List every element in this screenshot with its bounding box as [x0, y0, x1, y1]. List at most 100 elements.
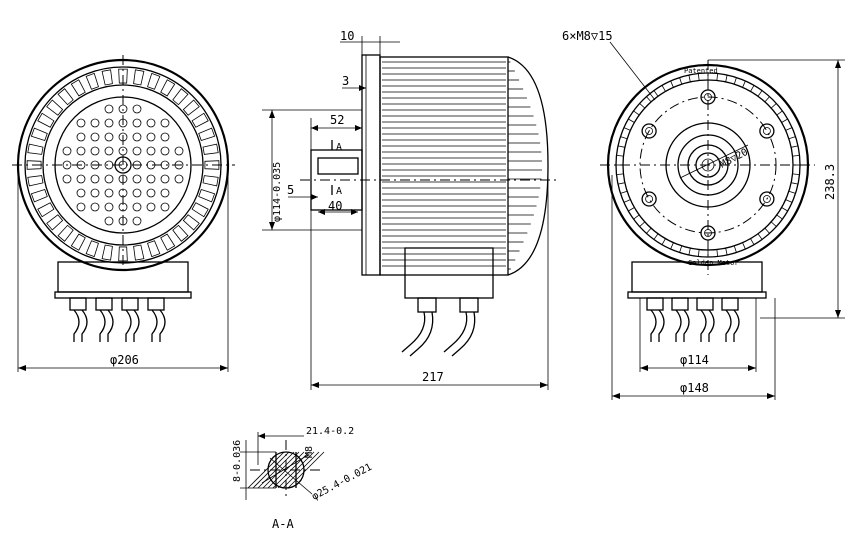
- cable: [675, 309, 682, 342]
- cable-gland: [646, 297, 664, 311]
- vent-hole: [132, 118, 142, 128]
- fin-slot: [204, 160, 220, 170]
- shaft-dia-label: φ114-0.035: [272, 162, 283, 222]
- cooling-rib: [661, 85, 666, 92]
- cooling-rib: [770, 221, 777, 227]
- fin-slot: [37, 202, 55, 218]
- vent-hole: [76, 202, 86, 212]
- vent-hole: [132, 132, 142, 142]
- cooling-rib: [791, 182, 799, 185]
- fin-slot: [57, 88, 74, 106]
- cable: [81, 309, 88, 342]
- dia-148-label: φ148: [680, 381, 709, 395]
- bolt-hole-inner: [762, 127, 771, 135]
- cooling-rib: [617, 182, 625, 185]
- patented-text: Patented: [684, 67, 718, 75]
- vent-hole: [146, 118, 156, 128]
- fin-slot: [172, 88, 189, 106]
- cooling-rib: [750, 238, 755, 245]
- vent-hole: [174, 174, 184, 184]
- vent-hole: [160, 202, 170, 212]
- cooling-rib: [785, 199, 793, 203]
- cooling-rib: [628, 207, 635, 212]
- cooling-rib: [679, 245, 683, 253]
- fin-slot: [160, 233, 176, 251]
- cable: [99, 309, 106, 342]
- vent-hole: [104, 132, 114, 142]
- bolt-hole-inner: [645, 127, 654, 135]
- vent-hole: [62, 174, 72, 184]
- holes-label: 6×M8▽15: [562, 29, 613, 43]
- dim-10: 10: [340, 29, 354, 43]
- vent-hole: [104, 146, 114, 156]
- fin-slot: [85, 240, 99, 258]
- vent-hole: [104, 216, 114, 226]
- cooling-rib: [757, 233, 763, 240]
- cooling-rib: [733, 77, 737, 85]
- vent-hole: [104, 118, 114, 128]
- cooling-rib: [716, 73, 719, 81]
- fin-slot: [37, 112, 55, 128]
- cooling-rib: [757, 90, 763, 97]
- cable: [700, 309, 707, 342]
- vent-hole: [76, 174, 86, 184]
- cooling-rib: [781, 118, 788, 123]
- cooling-rib: [639, 221, 646, 227]
- rear-view: Patented Golden Motor 6×M8▽15 M8▽20 238.…: [562, 29, 845, 400]
- vent-hole: [132, 202, 142, 212]
- vent-hole: [146, 132, 156, 142]
- cable-gland: [121, 297, 139, 311]
- cooling-rib: [764, 96, 770, 103]
- fin-slot: [133, 244, 145, 261]
- shaft-label: φ25.4-0.021: [310, 462, 374, 503]
- cooling-rib: [653, 90, 659, 97]
- cooling-rib: [776, 110, 783, 116]
- cooling-rib: [646, 96, 652, 103]
- cooling-rib: [770, 103, 777, 109]
- cooling-rib: [742, 242, 746, 250]
- cooling-rib: [617, 145, 625, 148]
- front-view: φ206: [12, 55, 235, 372]
- cooling-rib: [742, 80, 746, 88]
- cooling-rib: [620, 136, 628, 140]
- fin-slot: [46, 214, 64, 231]
- cooling-rib: [616, 154, 624, 157]
- vent-hole: [132, 146, 142, 156]
- cable: [159, 309, 166, 342]
- cable: [658, 309, 665, 342]
- fin-slot: [70, 233, 86, 251]
- dim-40: 40: [328, 199, 342, 213]
- fin-slot: [30, 127, 48, 141]
- cable-gland: [69, 297, 87, 311]
- cable-gland: [696, 297, 714, 311]
- fin-slot: [27, 143, 44, 155]
- vent-hole: [160, 132, 170, 142]
- cooling-rib: [623, 127, 631, 131]
- cooling-rib: [620, 190, 628, 194]
- vent-hole: [160, 188, 170, 198]
- fin-slot: [198, 127, 216, 141]
- section-title: A-A: [272, 517, 294, 531]
- section-hatch: [282, 451, 320, 489]
- vent-hole: [160, 118, 170, 128]
- cooling-rib: [688, 74, 691, 82]
- vent-hole: [76, 188, 86, 198]
- cooling-rib: [697, 73, 700, 81]
- side-view: A A φ114-0.035 10 3 52 5 40: [262, 29, 560, 390]
- vent-hole: [146, 202, 156, 212]
- cable: [107, 309, 114, 342]
- cooling-rib: [653, 233, 659, 240]
- cooling-rib: [792, 154, 800, 157]
- fin-slot: [30, 189, 48, 203]
- cooling-rib: [661, 238, 666, 245]
- cooling-rib: [776, 214, 783, 220]
- cable-gland: [721, 297, 739, 311]
- dim-217: 217: [422, 370, 444, 384]
- cable: [708, 309, 715, 342]
- key-label: 21.4-0.2: [306, 426, 354, 437]
- dia-114-label: φ114: [680, 353, 709, 367]
- bolt-hole: [641, 191, 657, 207]
- cooling-rib: [750, 85, 755, 92]
- vent-hole: [90, 174, 100, 184]
